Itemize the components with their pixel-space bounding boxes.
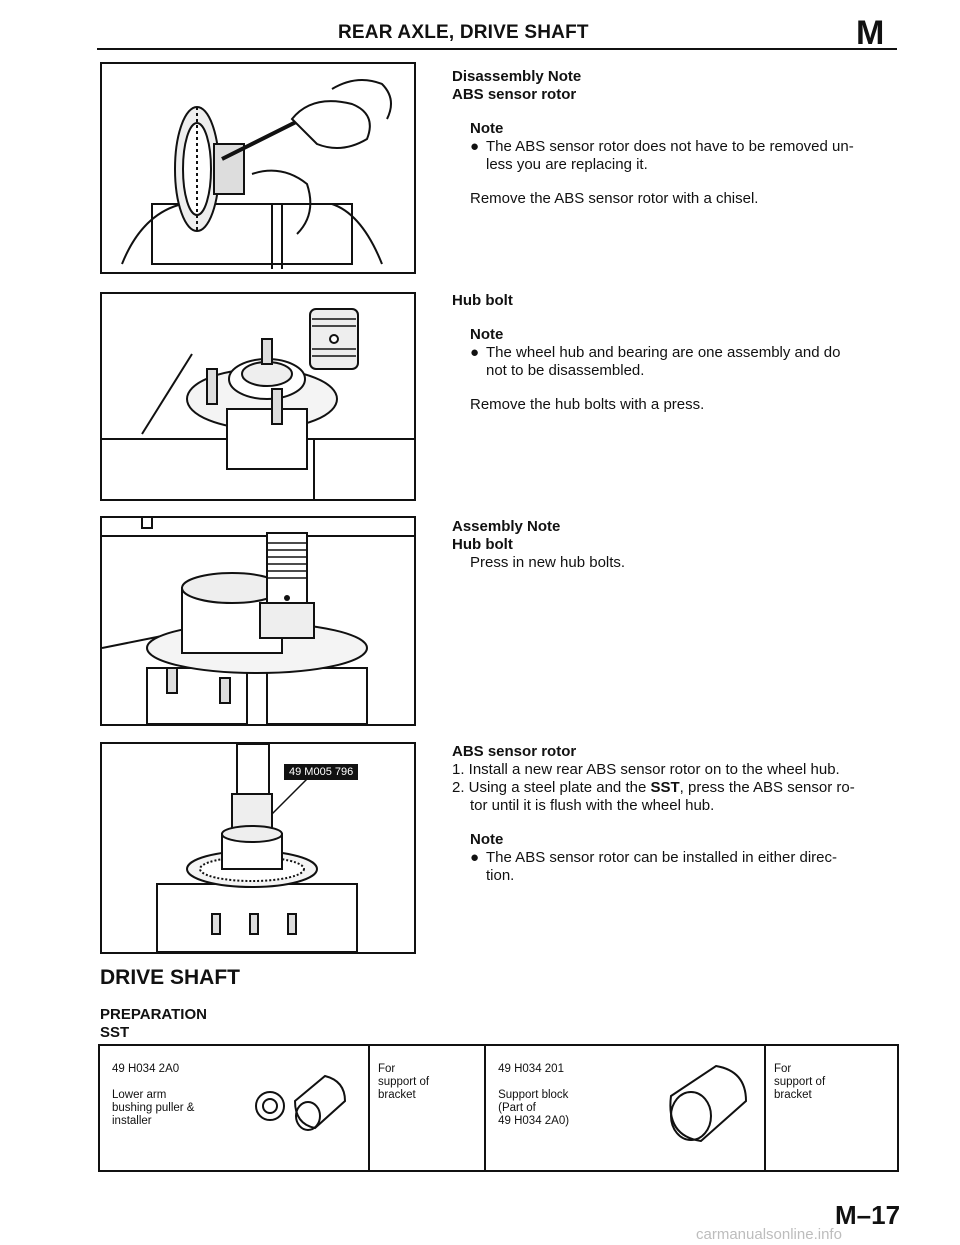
assembly-section: Assembly Note Hub bolt Press in new hub … (452, 518, 902, 572)
sst-tool-cell: 49 H034 2A0 Lower arm bushing puller & i… (100, 1046, 370, 1170)
figure-hub-bolt-removal (100, 292, 416, 501)
sst-use-text: For (774, 1063, 792, 1075)
hub-bolt-install-illustration (102, 518, 414, 724)
sst-use-text: bracket (377, 1089, 416, 1101)
sst-figure-label: 49 M005 796 (284, 764, 359, 780)
note-bullet: ● The ABS sensor rotor can be installed … (452, 849, 902, 885)
note-label: Note (470, 120, 504, 137)
abs-rotor-removal-illustration (121, 79, 392, 269)
note-text: The ABS sensor rotor can be installed in… (486, 849, 838, 866)
sst-table: 49 H034 2A0 Lower arm bushing puller & i… (98, 1044, 899, 1172)
page-header-title: REAR AXLE, DRIVE SHAFT (338, 22, 589, 43)
figure-abs-rotor-removal (100, 62, 416, 274)
sst-use-text: bracket (774, 1089, 812, 1101)
instruction-text: Remove the ABS sensor rotor with a chise… (470, 190, 759, 207)
watermark: carmanualsonline.info (696, 1226, 842, 1243)
preparation-heading: PREPARATION SST (100, 1006, 207, 1042)
note-text: The wheel hub and bearing are one assemb… (486, 344, 841, 361)
figure-abs-rotor-install: 49 M005 796 (100, 742, 416, 954)
support-block-icon (669, 1064, 748, 1143)
sst-tool-name: (Part of (498, 1102, 536, 1114)
sst-label: SST (100, 1024, 130, 1041)
step-2: 2. Using a steel plate and the SST, pres… (452, 779, 902, 797)
step-1: 1. Install a new rear ABS sensor rotor o… (452, 761, 840, 778)
drive-shaft-title: DRIVE SHAFT (100, 966, 241, 989)
bullet-icon: ● (470, 138, 480, 155)
sst-use-text: support of (774, 1076, 826, 1088)
note-bullet: ● The ABS sensor rotor does not have to … (452, 138, 902, 174)
sst-use-text: support of (377, 1076, 430, 1088)
abs-rotor-install-illustration (156, 744, 358, 952)
note-label: Note (470, 326, 504, 343)
note-bullet: ● The wheel hub and bearing are one asse… (452, 344, 902, 380)
hub-bolt-removal-illustration (102, 308, 414, 499)
sst-reference: SST (650, 779, 680, 796)
figure-hub-bolt-install (100, 516, 416, 726)
step-2-text: , press the ABS sensor ro- (679, 779, 855, 796)
disassembly-section: Disassembly Note ABS sensor rotor Note ●… (452, 68, 902, 208)
sst-tool-name: bushing puller & (112, 1102, 195, 1114)
instruction-text: Remove the hub bolts with a press. (470, 396, 705, 413)
sst-use-text: For (377, 1063, 396, 1075)
step-2-continued: tor until it is flush with the wheel hub… (470, 797, 715, 814)
header-rule (97, 48, 897, 50)
page-number: M–17 (835, 1200, 901, 1230)
note-label: Note (470, 831, 504, 848)
preparation-label: PREPARATION (100, 1006, 207, 1023)
bushing-puller-icon (255, 1074, 347, 1131)
section-letter: M (856, 14, 885, 52)
disassembly-heading: Disassembly Note (452, 68, 582, 85)
sst-part-no: 49 H034 201 (498, 1063, 564, 1075)
sst-tool-name: installer (112, 1115, 152, 1127)
bullet-icon: ● (470, 344, 480, 361)
abs-install-heading: ABS sensor rotor (452, 743, 577, 760)
sst-tool-cell: 49 H034 201 Support block (Part of 49 H0… (486, 1046, 766, 1170)
sst-tool-name: Support block (498, 1089, 569, 1101)
hub-bolt-section: Hub bolt Note ● The wheel hub and bearin… (452, 292, 902, 414)
hub-bolt-subheading: Hub bolt (452, 536, 513, 553)
sst-tool-name: Lower arm (112, 1089, 167, 1101)
instruction-text: Press in new hub bolts. (470, 554, 626, 571)
sst-tool-name: 49 H034 2A0) (498, 1115, 570, 1127)
note-text: tion. (486, 867, 515, 884)
abs-rotor-subheading: ABS sensor rotor (452, 86, 577, 103)
note-text: The ABS sensor rotor does not have to be… (486, 138, 854, 155)
abs-install-section: ABS sensor rotor 1. Install a new rear A… (452, 743, 902, 885)
hub-bolt-heading: Hub bolt (452, 292, 513, 309)
assembly-heading: Assembly Note (452, 518, 561, 535)
step-2-text: 2. Using a steel plate and the (452, 779, 651, 796)
note-text: not to be disassembled. (486, 362, 645, 379)
sst-use-cell: For support of bracket (766, 1046, 897, 1170)
note-text: less you are replacing it. (486, 156, 648, 173)
sst-use-cell: For support of bracket (370, 1046, 487, 1170)
sst-part-no: 49 H034 2A0 (112, 1063, 180, 1075)
bullet-icon: ● (470, 849, 480, 866)
